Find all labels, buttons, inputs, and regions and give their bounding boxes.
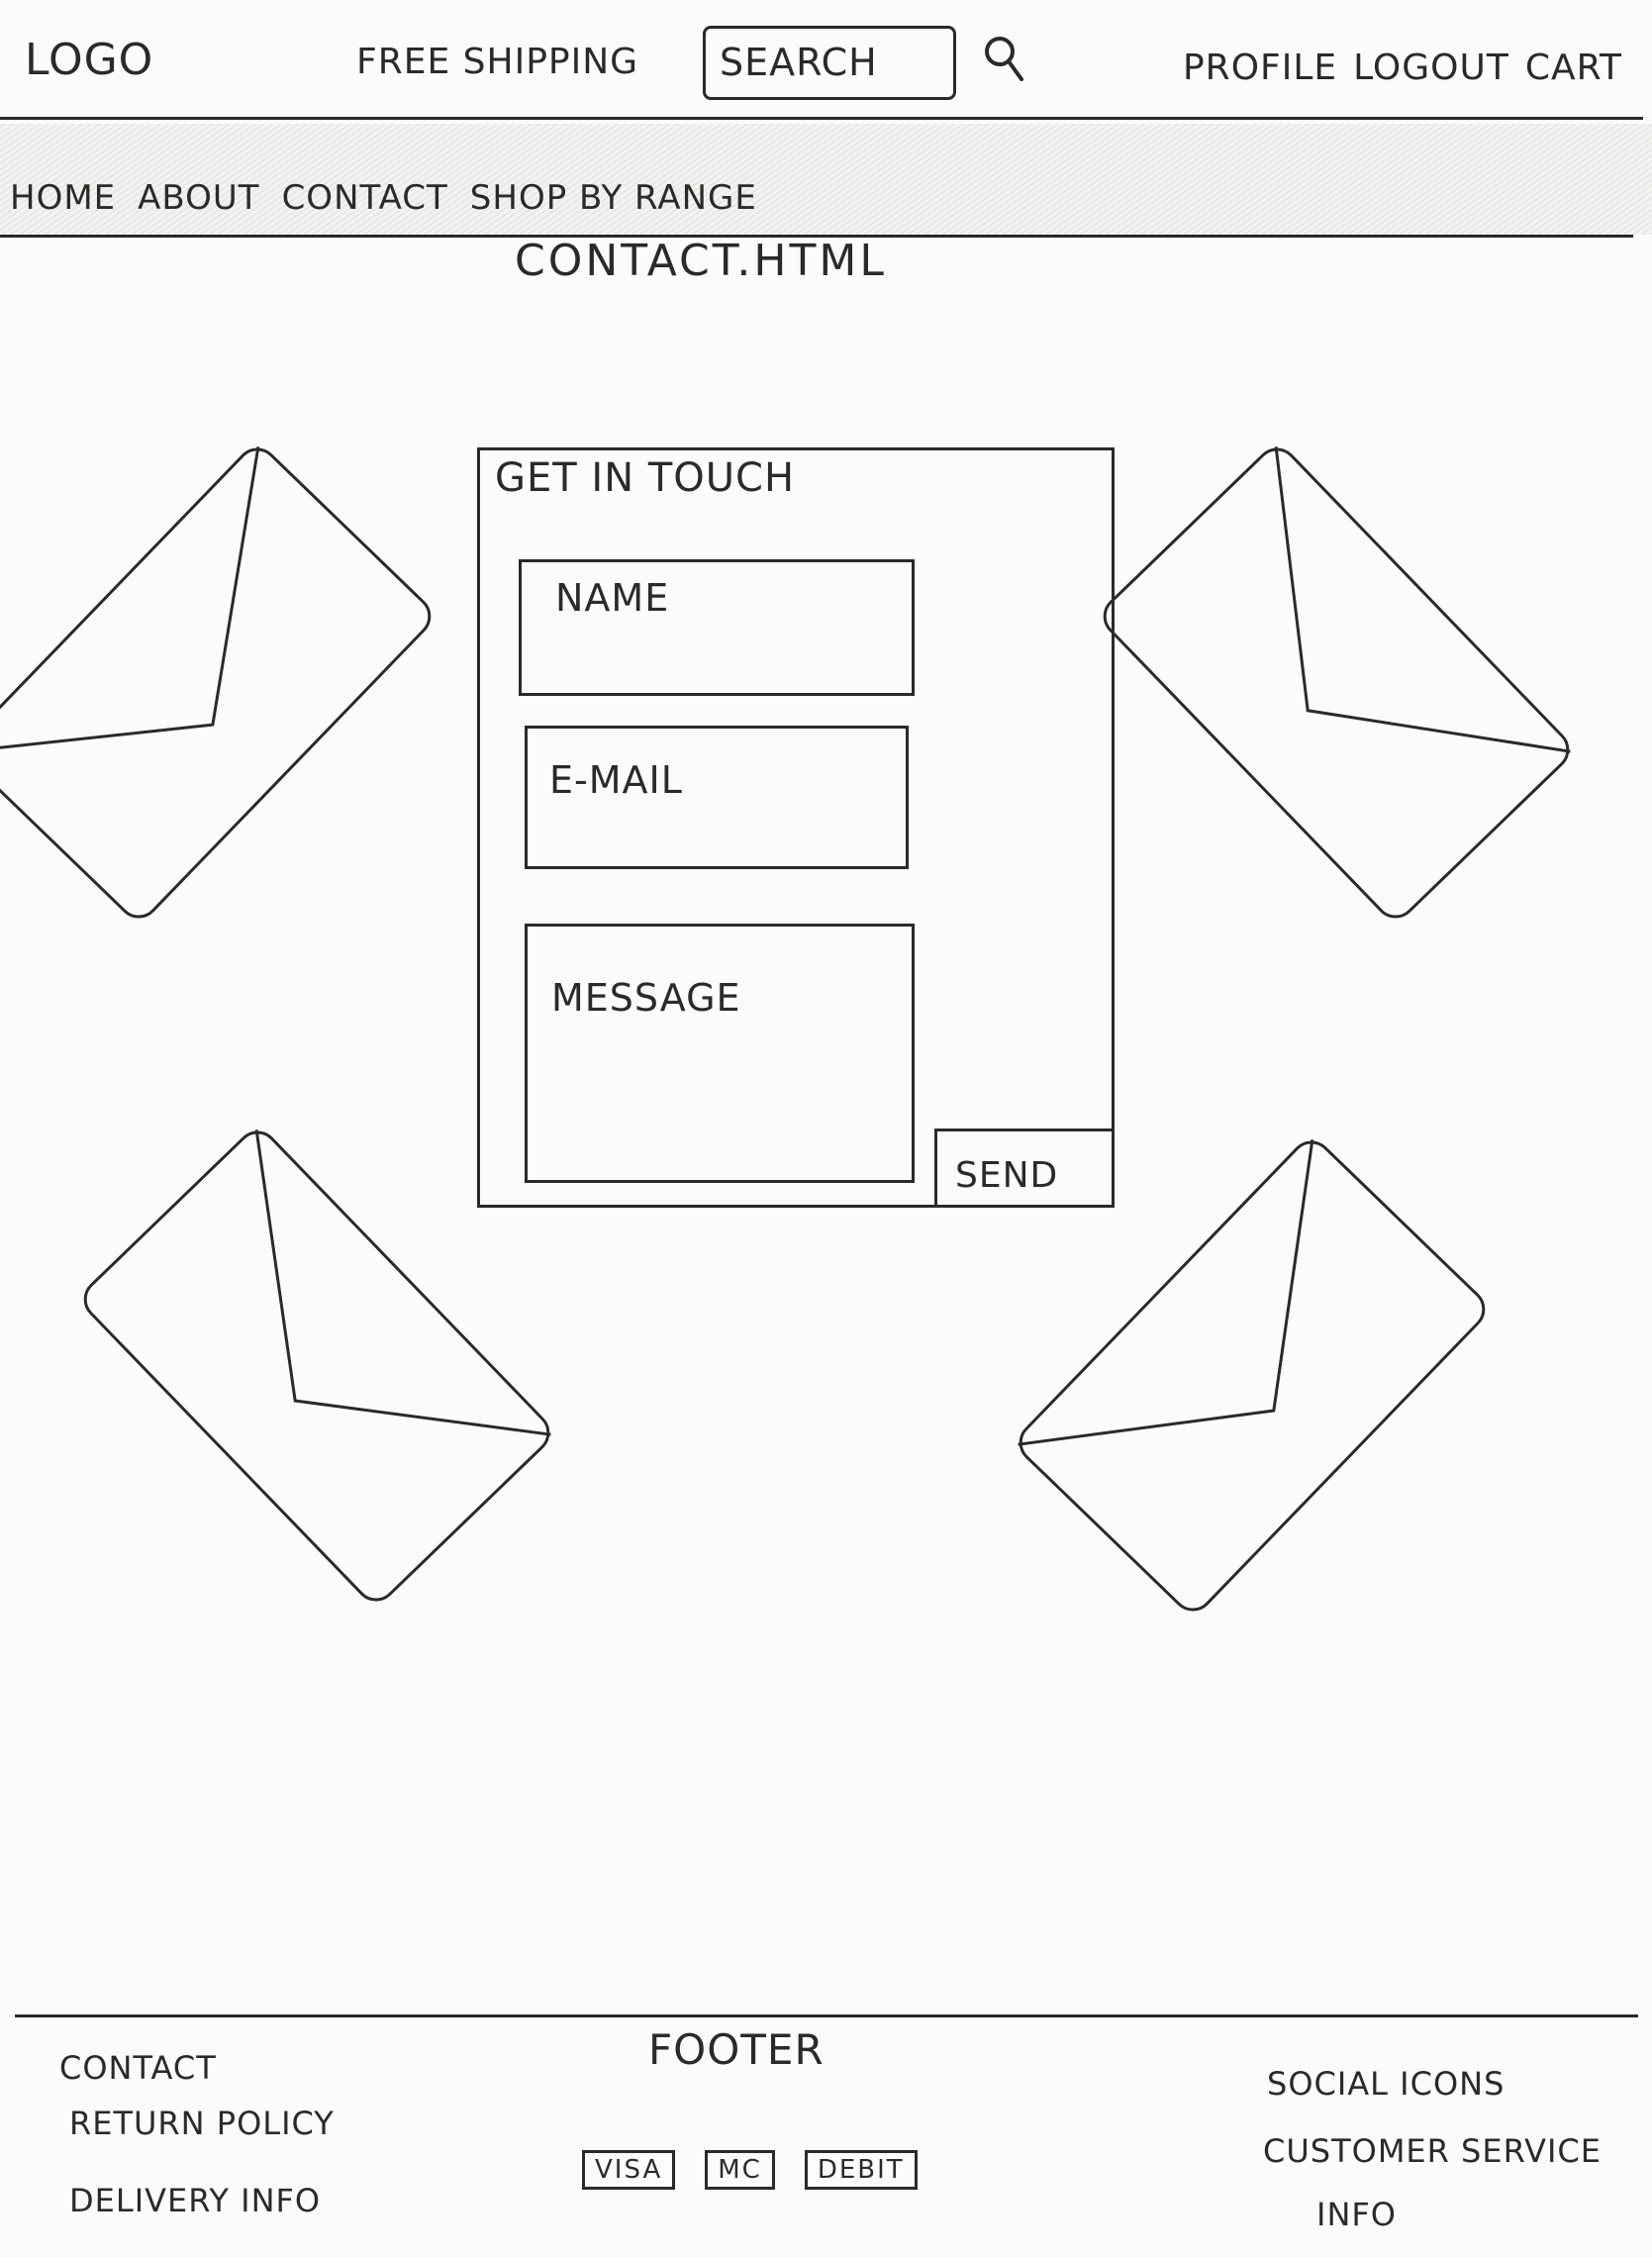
logo[interactable]: LOGO bbox=[25, 35, 154, 85]
message-textarea[interactable] bbox=[551, 976, 908, 1194]
footer-link-info[interactable]: INFO bbox=[1316, 2196, 1397, 2233]
main-nav: HOME ABOUT CONTACT SHOP BY RANGE bbox=[10, 178, 757, 218]
search-icon[interactable] bbox=[980, 30, 1029, 89]
envelope-icon bbox=[83, 1129, 551, 1602]
form-title: GET IN TOUCH bbox=[495, 455, 796, 501]
email-input[interactable] bbox=[549, 758, 896, 802]
message-field-box bbox=[525, 924, 915, 1194]
nav-divider bbox=[0, 235, 1633, 238]
nav-band bbox=[0, 124, 1652, 235]
cart-link[interactable]: CART bbox=[1524, 48, 1622, 88]
mastercard-badge: MC bbox=[705, 2150, 775, 2190]
footer-divider bbox=[15, 2014, 1638, 2017]
free-shipping-banner: FREE SHIPPING bbox=[356, 42, 639, 82]
contact-form bbox=[477, 447, 1115, 1208]
page-title: CONTACT.HTML bbox=[515, 236, 887, 286]
nav-item-shop-by-range[interactable]: SHOP BY RANGE bbox=[469, 178, 757, 218]
header-divider bbox=[0, 117, 1643, 120]
nav-item-about[interactable]: ABOUT bbox=[138, 178, 260, 218]
footer-link-contact[interactable]: CONTACT bbox=[59, 2049, 217, 2087]
nav-item-home[interactable]: HOME bbox=[10, 178, 117, 218]
social-icons-placeholder[interactable]: SOCIAL ICONS bbox=[1267, 2065, 1506, 2103]
footer-link-customer-service[interactable]: CUSTOMER SERVICE bbox=[1263, 2132, 1602, 2170]
search-input[interactable] bbox=[720, 41, 957, 84]
footer-link-return-policy[interactable]: RETURN POLICY bbox=[69, 2105, 335, 2142]
name-field-box bbox=[519, 559, 915, 696]
debit-badge: DEBIT bbox=[804, 2150, 918, 2190]
search-box bbox=[703, 26, 957, 100]
footer-title: FOOTER bbox=[648, 2025, 825, 2074]
user-links: PROFILE LOGOUT CART bbox=[1183, 48, 1622, 88]
send-button[interactable]: SEND bbox=[934, 1128, 1113, 1206]
visa-badge: VISA bbox=[582, 2150, 676, 2190]
name-input[interactable] bbox=[555, 576, 912, 620]
envelope-icon bbox=[1018, 1139, 1486, 1612]
email-field-box bbox=[525, 726, 909, 869]
profile-link[interactable]: PROFILE bbox=[1182, 48, 1338, 88]
payment-methods: VISA MC DEBIT bbox=[582, 2150, 918, 2190]
envelope-icon bbox=[0, 446, 432, 919]
envelope-icon bbox=[1103, 446, 1571, 919]
logout-link[interactable]: LOGOUT bbox=[1353, 48, 1509, 88]
footer-link-delivery-info[interactable]: DELIVERY INFO bbox=[69, 2182, 322, 2219]
nav-item-contact[interactable]: CONTACT bbox=[281, 178, 448, 218]
